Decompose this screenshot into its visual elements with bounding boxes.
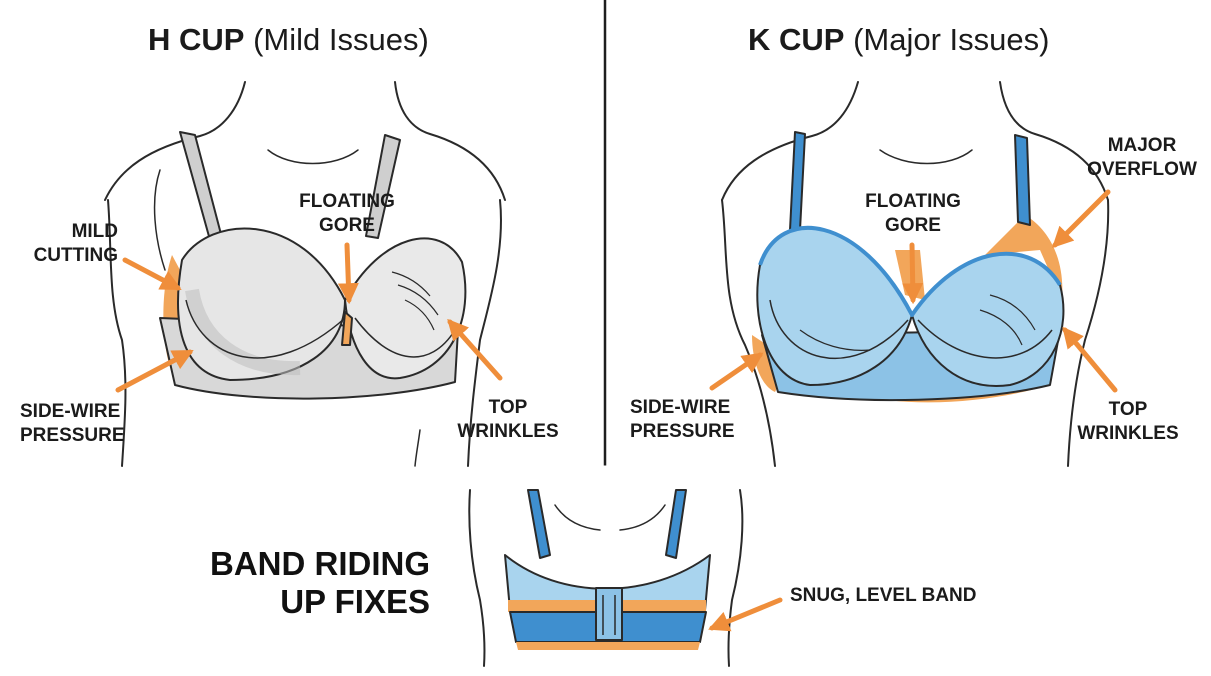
- band-arrows: [708, 597, 783, 632]
- arrow-floating-gore-k: [902, 242, 924, 305]
- label-floating-gore-k: FLOATING GORE: [865, 191, 961, 236]
- k-cup-title-bold: K CUP: [748, 22, 845, 57]
- k-cup-title-rest: (Major Issues): [853, 22, 1050, 57]
- k-cup-figure: [721, 81, 1110, 467]
- band-figure: [468, 489, 744, 667]
- arrow-mild-cutting: [122, 257, 182, 291]
- label-major-overflow: MAJOR OVERFLOW: [1087, 135, 1197, 180]
- h-cup-title-rest: (Mild Issues): [253, 22, 429, 57]
- arrow-snug-band: [708, 597, 783, 632]
- label-floating-gore-h: FLOATING GORE: [299, 191, 395, 236]
- label-side-wire-h: SIDE-WIRE PRESSURE: [20, 401, 125, 446]
- label-top-wrinkles-k: TOP WRINKLES: [1077, 399, 1179, 444]
- h-cup-title-bold: H CUP: [148, 22, 245, 57]
- k-cup-arrows: [709, 189, 1118, 393]
- label-top-wrinkles-h: TOP WRINKLES: [457, 397, 559, 442]
- arrow-side-wire-k: [709, 352, 764, 391]
- arrow-side-wire: [115, 349, 194, 393]
- h-cup-title: H CUP (Mild Issues): [148, 22, 429, 58]
- h-cup-bra: [159, 131, 467, 400]
- arrow-major-overflow: [1052, 189, 1111, 248]
- k-cup-title: K CUP (Major Issues): [748, 22, 1049, 58]
- h-cup-arrows: [115, 242, 503, 393]
- arrow-top-wrinkles-k: [1062, 326, 1118, 393]
- band-back-view: [504, 489, 711, 650]
- arrow-floating-gore: [337, 242, 359, 305]
- band-heading: BAND RIDING UP FIXES: [210, 545, 430, 620]
- label-side-wire-k: SIDE-WIRE PRESSURE: [630, 397, 735, 442]
- label-snug-band: SNUG, LEVEL BAND: [790, 585, 977, 606]
- arrow-top-wrinkles: [447, 318, 503, 381]
- label-mild-cutting: MILD CUTTING: [33, 221, 118, 266]
- k-cup-bra: [752, 131, 1065, 403]
